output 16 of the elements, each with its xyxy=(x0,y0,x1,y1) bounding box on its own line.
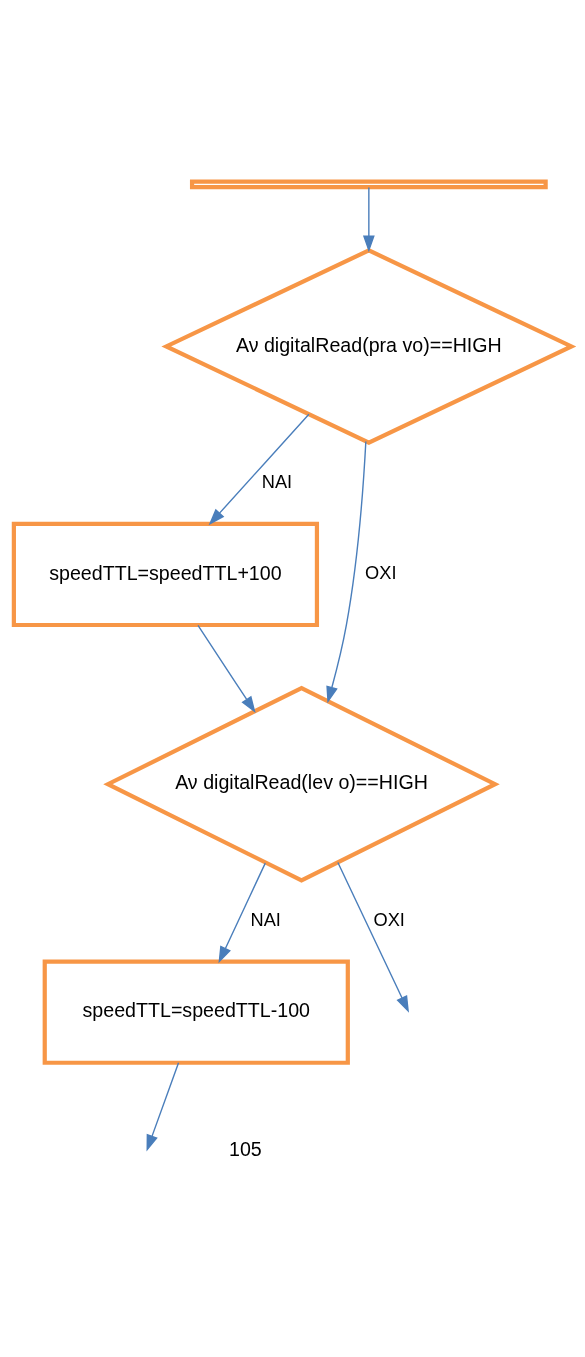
arrow xyxy=(337,861,409,1013)
edge-label: ΟΧΙ xyxy=(373,908,405,930)
arrow xyxy=(197,624,256,713)
arrow xyxy=(146,1061,180,1152)
arrow xyxy=(218,861,266,963)
node-box: speedTTL=speedTTL+100 xyxy=(11,521,320,627)
edge-label: ΟΧΙ xyxy=(365,561,397,583)
arrow xyxy=(326,440,367,703)
arrow xyxy=(208,413,310,525)
node-box: speedTTL=speedTTL-100 xyxy=(42,959,350,1065)
edge-label: ΝΑΙ xyxy=(261,470,293,492)
node-box xyxy=(189,179,548,189)
edge-label: ΝΑΙ xyxy=(250,908,281,930)
node-diamond: Αν digitalRead(pra vo)==HIGH xyxy=(161,247,577,445)
label: 105 xyxy=(229,1137,262,1160)
arrow xyxy=(362,186,375,252)
